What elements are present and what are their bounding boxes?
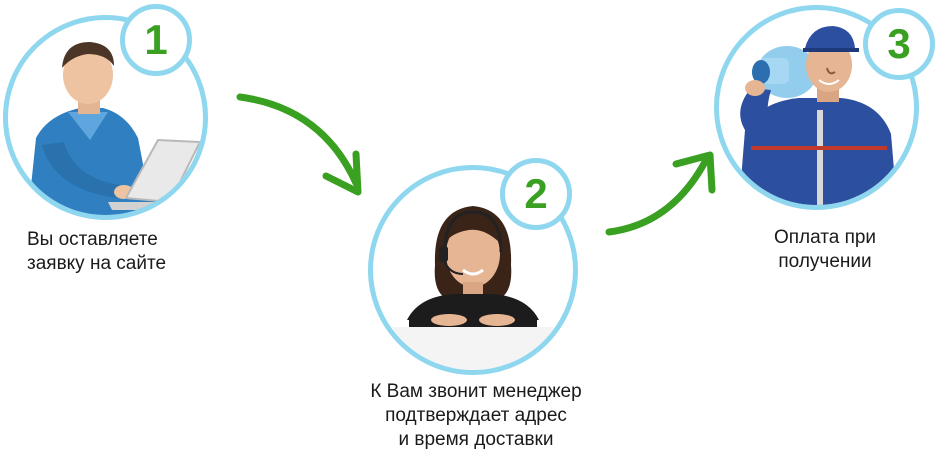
step-2-caption-line-2: подтверждает адрес xyxy=(385,405,567,426)
operator-with-headset-icon xyxy=(393,206,553,370)
delivery-man-with-water-bottle-icon xyxy=(739,26,897,205)
step-1-number-badge: 1 xyxy=(120,4,192,76)
man-with-laptop-icon xyxy=(28,42,202,215)
step-2-image-frame xyxy=(368,165,578,375)
step-2-number-badge: 2 xyxy=(500,158,572,230)
step-2-caption-line-1: К Вам звонит менеджер xyxy=(370,381,582,402)
step-3-number-badge: 3 xyxy=(863,8,935,80)
step-3-caption-line-2: получении xyxy=(778,251,872,272)
step-2-caption-line-3: и время доставки xyxy=(398,429,554,450)
step-1-caption-line-2: заявку на сайте xyxy=(27,253,167,274)
step-1-caption-line-1: Вы оставляете xyxy=(27,229,158,250)
arrow-2-to-3-icon xyxy=(605,151,716,236)
arrow-1-to-2-icon xyxy=(236,93,362,196)
step-2-caption: К Вам звонит менеджер подтверждает адрес… xyxy=(336,380,616,452)
step-3-caption-line-1: Оплата при xyxy=(773,227,877,248)
step-1-caption: Вы оставляете заявку на сайте xyxy=(27,228,166,276)
step-3-caption: Оплата при получении xyxy=(720,226,930,274)
